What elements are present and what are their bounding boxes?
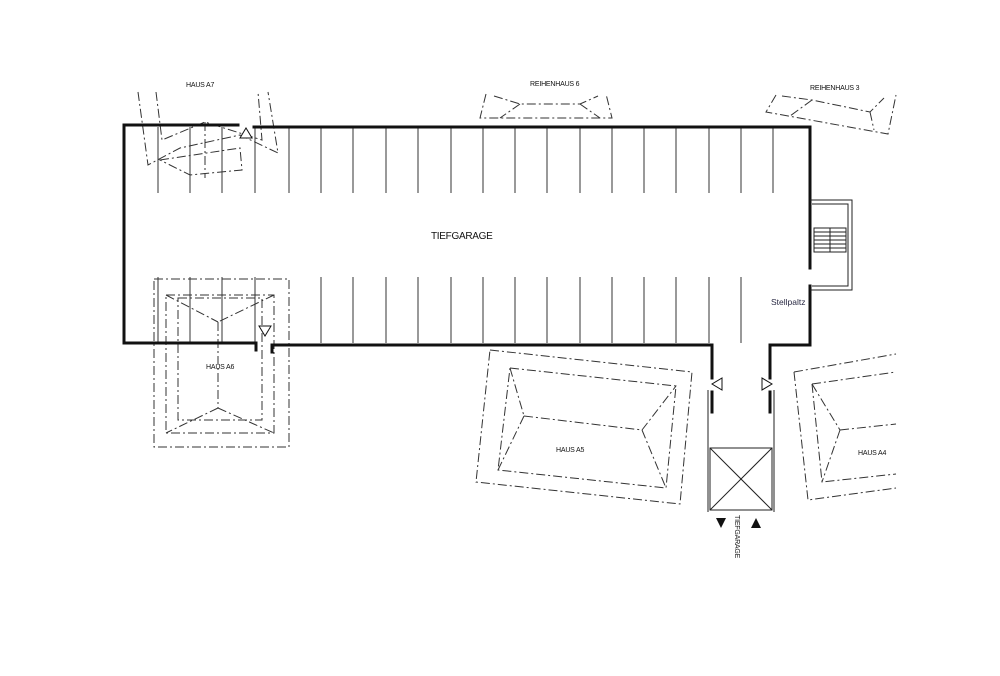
arrow-a6-icon [258,325,272,337]
haus-a5-outline [475,349,693,505]
parking-stalls-top [157,127,774,193]
arrow-right-icon [761,377,773,391]
stairwell [810,199,853,291]
arrow-in-icon [751,518,761,528]
label-tiefgarage-ramp: TIEFGARAGE [733,515,740,559]
garage-walls [122,123,812,414]
label-haus-a5: HAUS A5 [556,447,584,454]
parking-stalls-bottom [157,277,742,343]
label-haus-a4: HAUS A4 [858,450,886,457]
label-tiefgarage: TIEFGARAGE [431,231,493,242]
reihenhaus-6-outline [479,93,613,119]
arrow-out-icon [716,518,726,528]
haus-a6-outline [153,278,290,448]
arrow-left-icon [711,377,723,391]
label-stellplatz: Stellpaltz [771,297,806,307]
label-reihenhaus-6: REIHENHAUS 6 [530,81,580,88]
arrow-a7-icon [239,127,253,139]
haus-a4-outline [793,353,897,501]
direction-arrows [239,127,773,528]
reihenhaus-3-outline [765,94,897,135]
label-reihenhaus-3: REIHENHAUS 3 [810,85,860,92]
haus-a7-outline [137,91,279,178]
ramp [707,390,775,512]
label-haus-a7: HAUS A7 [186,82,214,89]
label-haus-a6: HAUS A6 [206,364,234,371]
